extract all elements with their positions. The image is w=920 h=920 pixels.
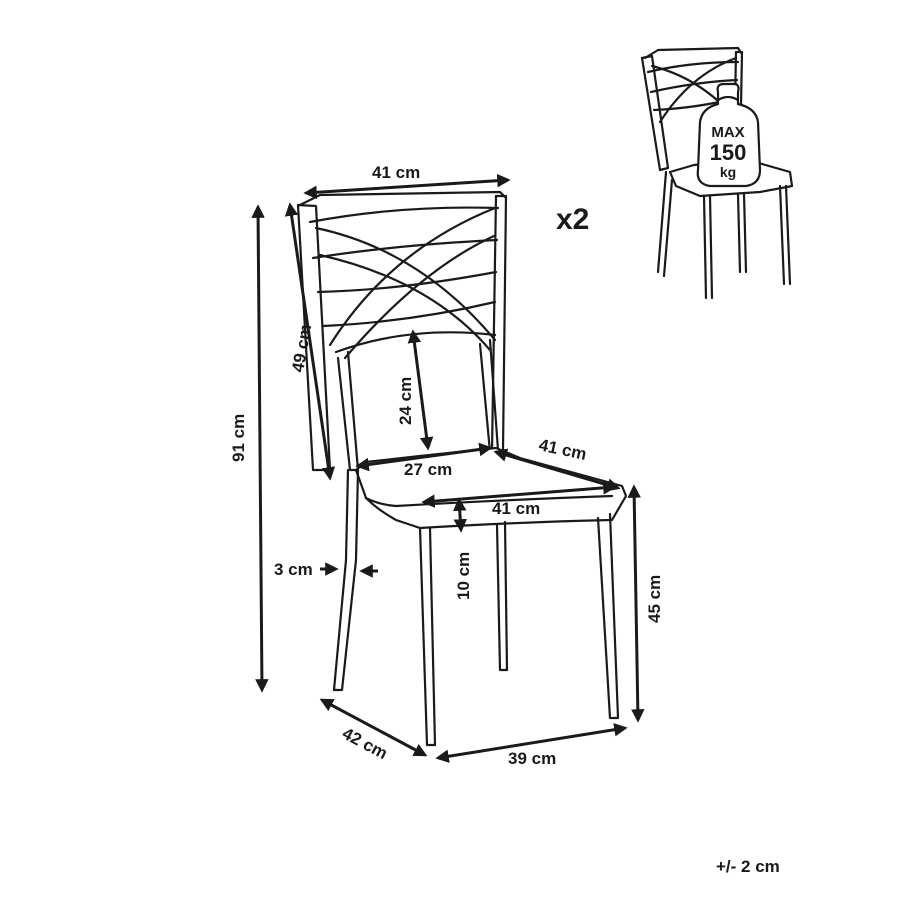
- label-total-height: 91 cm: [229, 414, 248, 462]
- dim-seat-height: [627, 484, 645, 723]
- dimension-labels: 41 cm 91 cm 49 cm 24 cm 27 cm 41 cm 41 c…: [229, 163, 664, 768]
- leg-back-left: [332, 468, 360, 692]
- label-base-depth: 42 cm: [339, 724, 390, 763]
- back-spindle-right: [478, 338, 500, 454]
- leg-back-right: [495, 520, 509, 672]
- label-seat-back-width: 27 cm: [404, 460, 452, 479]
- max-load-line3: kg: [720, 164, 736, 180]
- backrest-arc-3: [316, 270, 498, 294]
- label-back-height: 49 cm: [288, 323, 315, 374]
- backrest-cross-2: [343, 234, 496, 360]
- quantity-label: x2: [556, 203, 589, 236]
- back-spindle-left: [336, 350, 360, 472]
- tolerance-note: +/- 2 cm: [716, 857, 780, 876]
- leg-front-right: [596, 512, 620, 720]
- backrest-arc-4: [321, 300, 497, 328]
- leg-front-left: [418, 526, 437, 747]
- small-chair-legs: [656, 170, 792, 300]
- label-back-inner-height: 24 cm: [396, 377, 415, 425]
- dim-back-height: [284, 202, 336, 481]
- backrest-cross-1: [328, 206, 497, 347]
- dim-total-height: [251, 204, 269, 693]
- dim-back-width: [303, 173, 511, 200]
- weight-handle: [716, 95, 740, 102]
- main-chair-drawing: [296, 190, 628, 747]
- label-seat-front-width: 41 cm: [492, 499, 540, 518]
- backrest-cross-3: [314, 226, 497, 342]
- dimension-lines: [251, 173, 645, 763]
- label-leg-width: 3 cm: [274, 560, 313, 579]
- max-load-line2: 150: [710, 140, 747, 165]
- dim-back-inner-height: [407, 329, 434, 451]
- label-back-width: 41 cm: [372, 163, 420, 182]
- label-seat-thickness: 10 cm: [454, 552, 473, 600]
- max-load-line1: MAX: [711, 124, 744, 141]
- dim-seat-thickness: [452, 497, 468, 533]
- dim-base-width: [435, 723, 628, 763]
- label-base-width: 39 cm: [508, 749, 556, 768]
- load-capacity-illustration: MAX 150 kg: [640, 46, 794, 300]
- backrest-top-rail: [298, 190, 508, 207]
- label-seat-side-depth: 41 cm: [537, 435, 588, 464]
- dim-seat-back-width: [355, 442, 493, 472]
- dim-base-depth: [319, 698, 428, 757]
- label-seat-height: 45 cm: [645, 575, 664, 623]
- backrest-right-post: [490, 194, 508, 454]
- weight-icon: [696, 82, 762, 188]
